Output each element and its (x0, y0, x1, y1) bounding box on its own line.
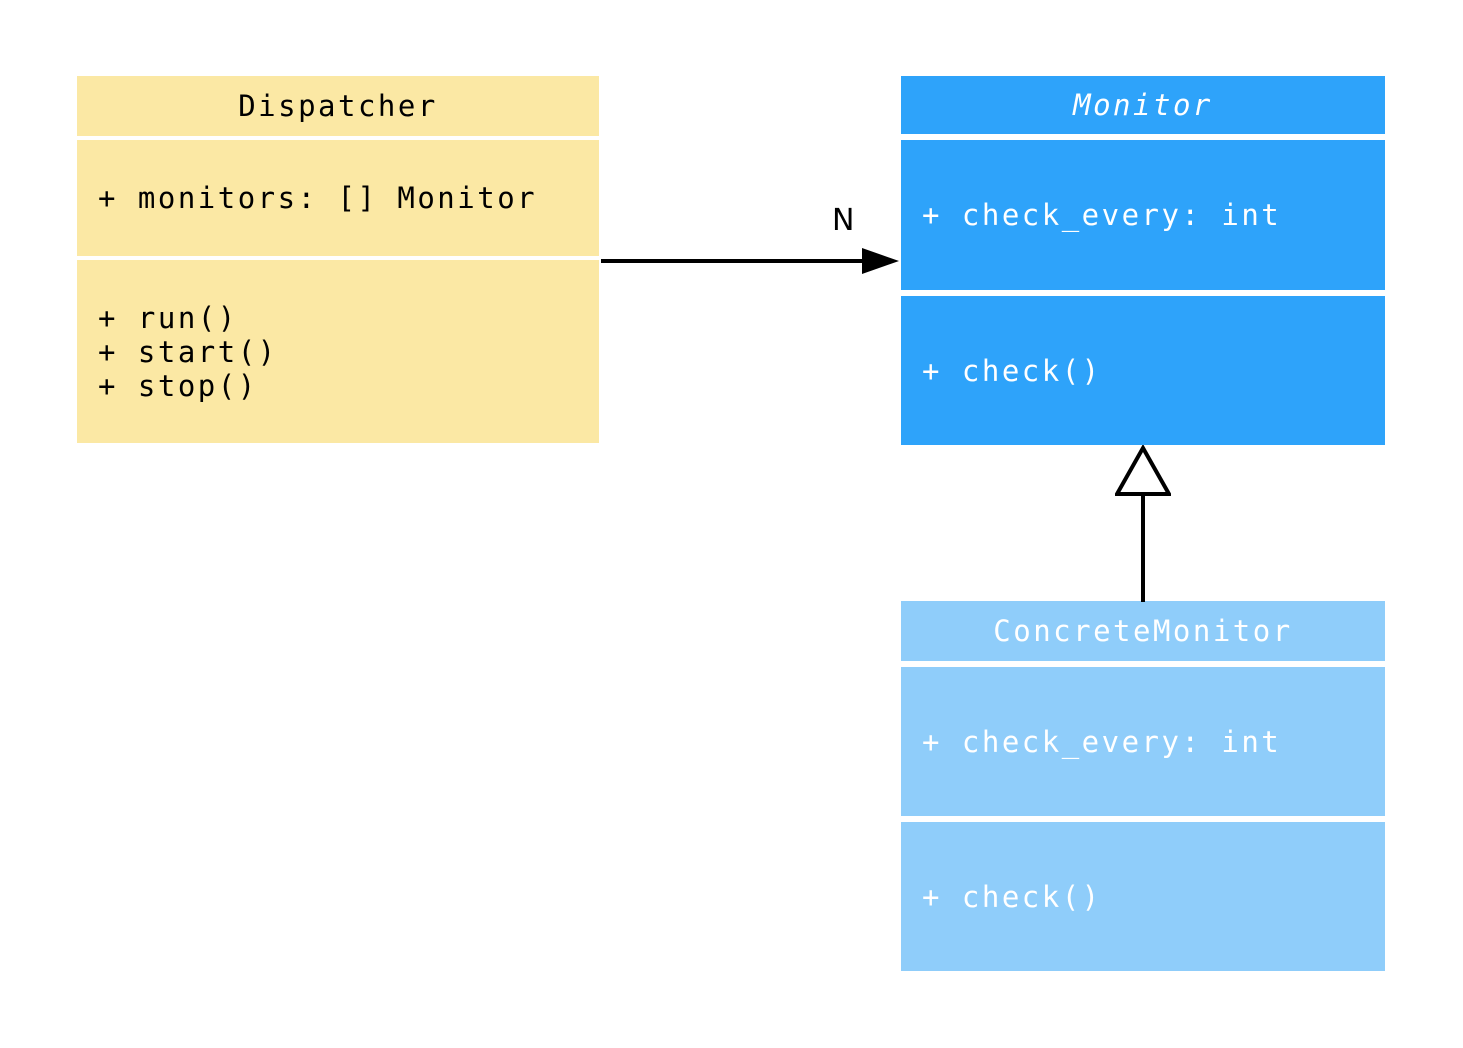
method-line: + start() (98, 334, 278, 369)
attribute-line: + check_every: int (922, 198, 1282, 232)
generalization-triangle-icon (1115, 445, 1171, 496)
generalization-line (1141, 493, 1145, 602)
methods-compartment-concretemonitor: + check() (901, 822, 1385, 971)
class-box-concretemonitor: ConcreteMonitor + check_every: int + che… (901, 601, 1385, 971)
method-line: + stop() (98, 368, 258, 403)
method-line: + run() (98, 300, 238, 335)
attribute-line: + monitors: [] Monitor (98, 181, 538, 215)
class-title-concretemonitor: ConcreteMonitor (993, 614, 1293, 648)
method-line: + check() (922, 353, 1102, 388)
association-line (601, 259, 869, 263)
class-box-dispatcher: Dispatcher + monitors: [] Monitor + run(… (77, 76, 599, 443)
methods-compartment-dispatcher: + run() + start() + stop() (77, 260, 599, 443)
attributes-compartment-monitor: + check_every: int (901, 140, 1385, 290)
class-title-monitor: Monitor (1073, 88, 1213, 122)
association-multiplicity-label: N (832, 203, 855, 238)
attributes-compartment-dispatcher: + monitors: [] Monitor (77, 140, 599, 256)
class-header-concretemonitor: ConcreteMonitor (901, 601, 1385, 661)
method-line: + check() (922, 879, 1102, 914)
attributes-compartment-concretemonitor: + check_every: int (901, 667, 1385, 816)
association-arrowhead-icon (862, 248, 899, 274)
attribute-line: + check_every: int (922, 724, 1282, 759)
class-header-monitor: Monitor (901, 76, 1385, 134)
class-header-dispatcher: Dispatcher (77, 76, 599, 136)
methods-compartment-monitor: + check() (901, 296, 1385, 445)
class-box-monitor: Monitor + check_every: int + check() (901, 76, 1385, 445)
class-title-dispatcher: Dispatcher (238, 89, 438, 123)
